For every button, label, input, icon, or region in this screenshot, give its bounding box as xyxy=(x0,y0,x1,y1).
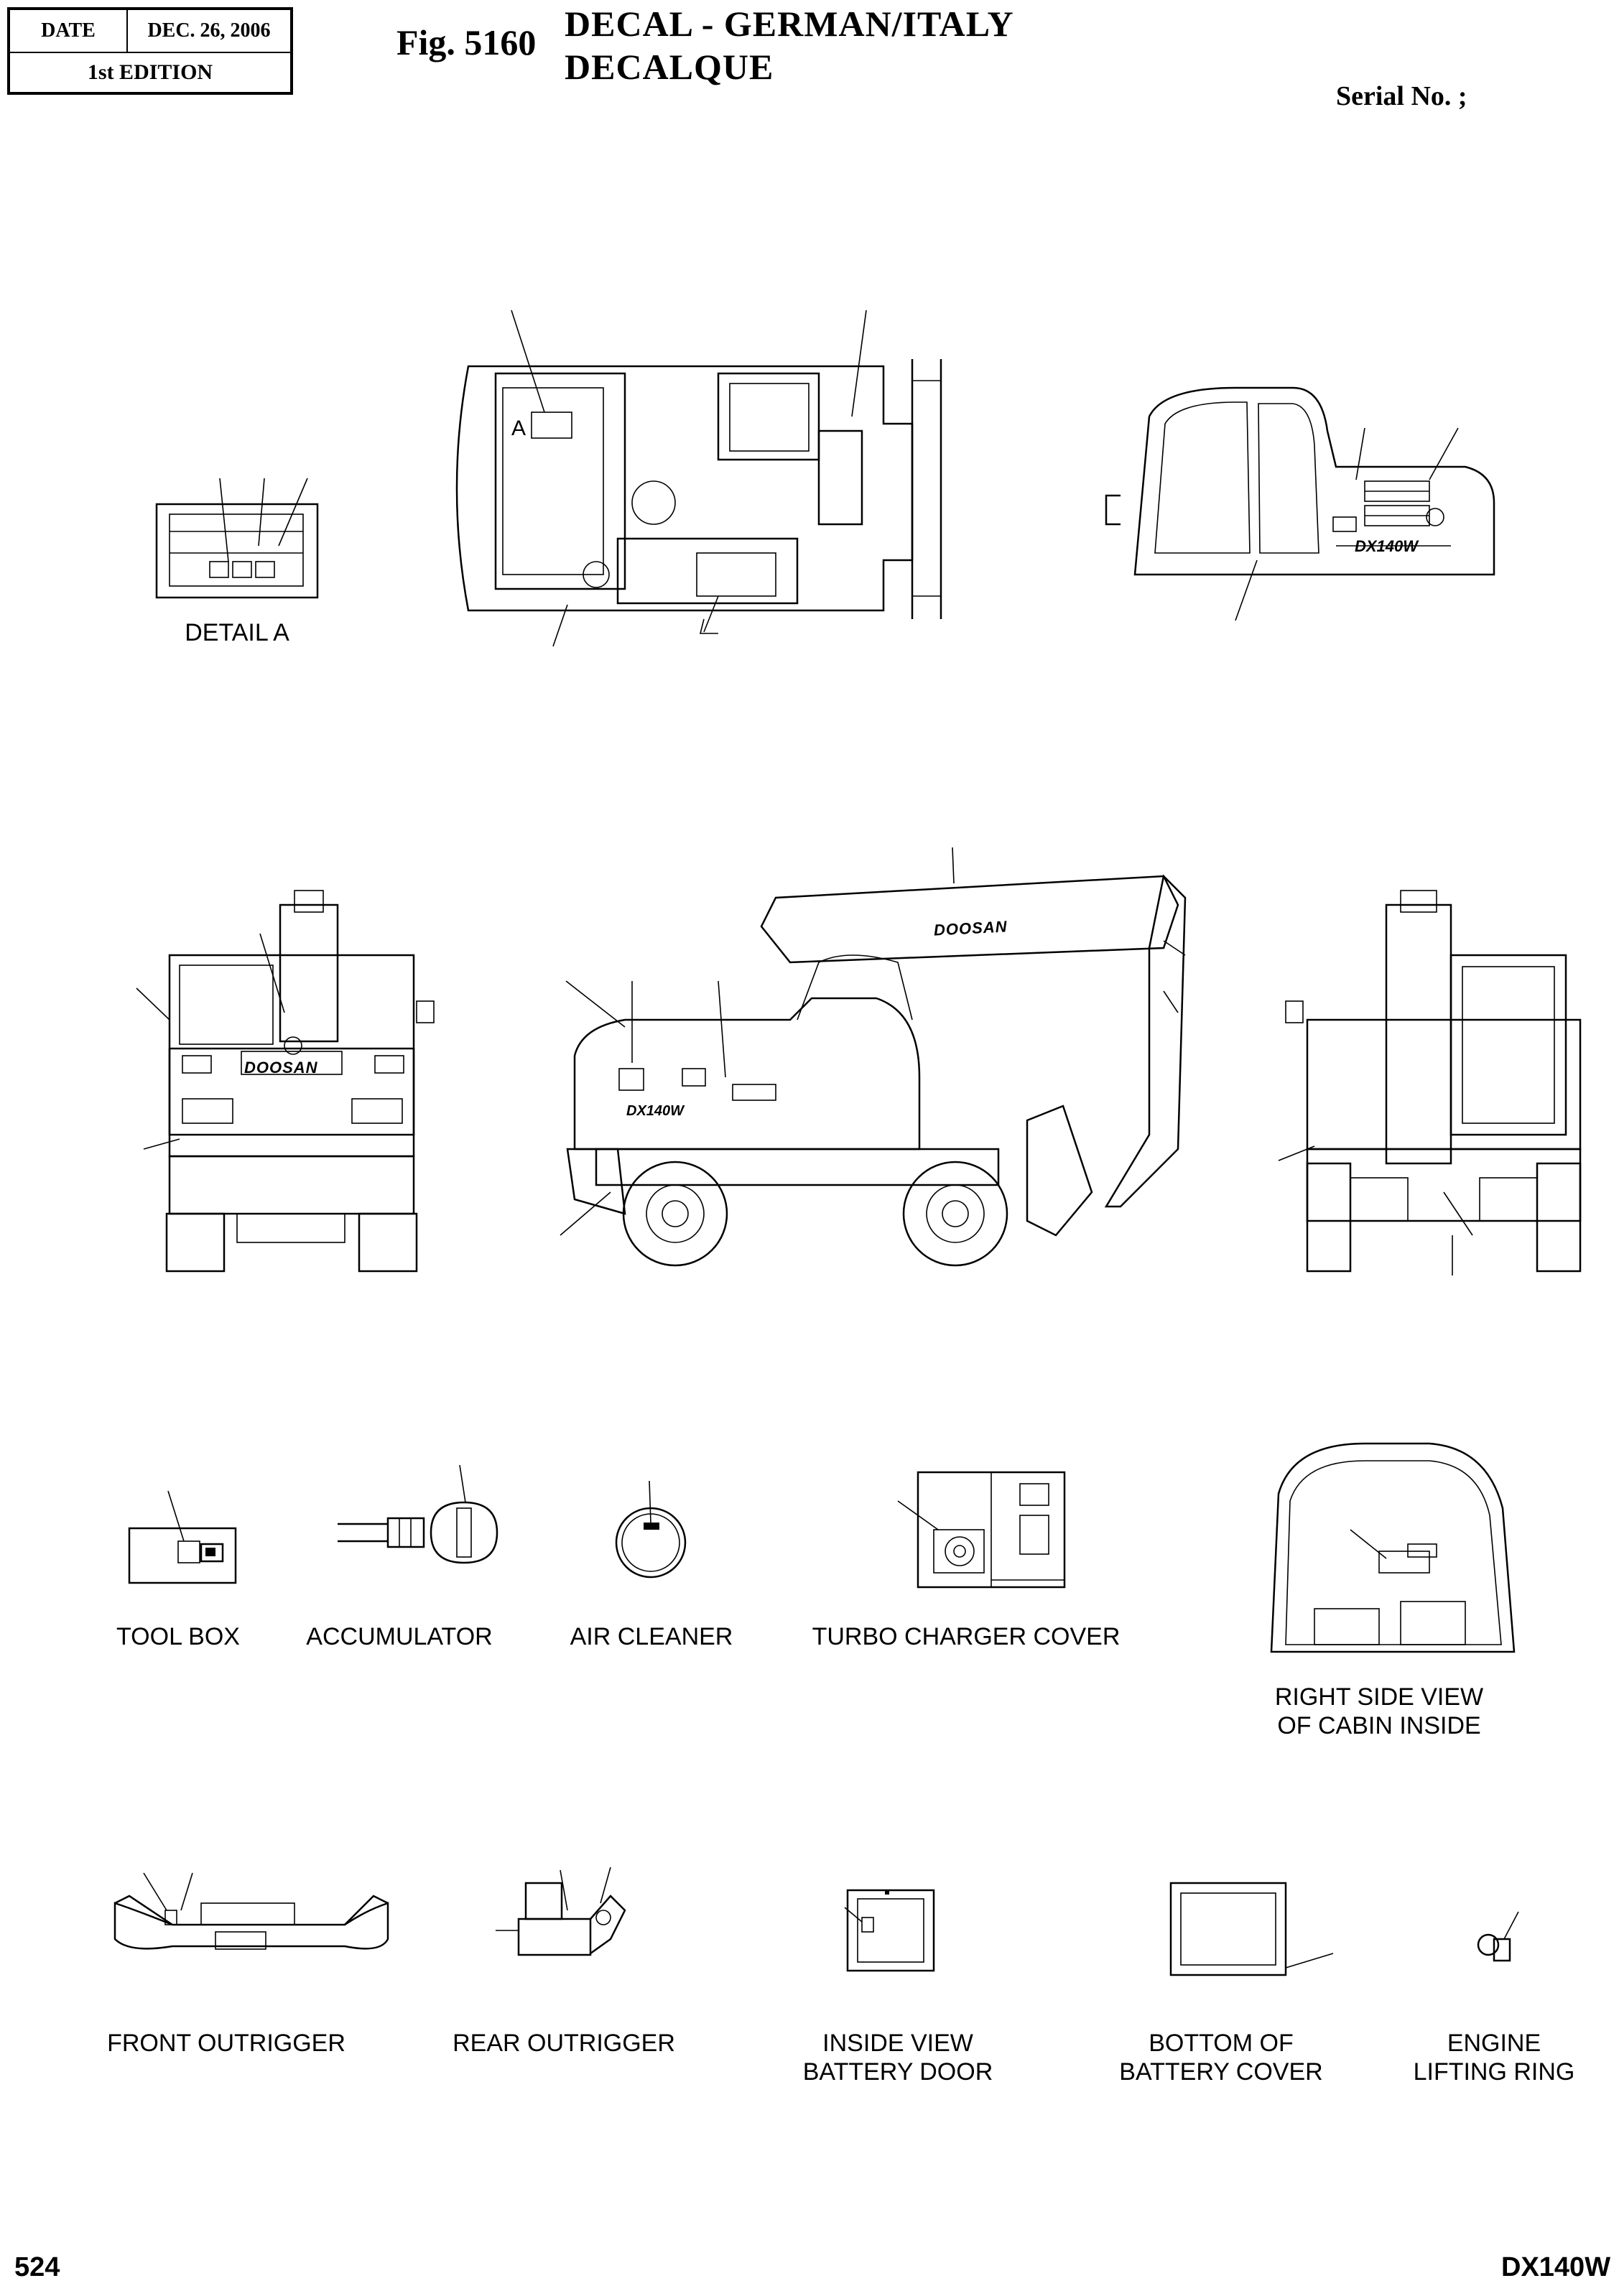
figure-number: Fig. 5160 xyxy=(396,22,537,62)
upper-side-view xyxy=(1105,386,1495,621)
air-cleaner-view xyxy=(615,1480,687,1579)
side-view xyxy=(560,847,1187,1267)
battery-cover-view xyxy=(1169,1882,1334,1976)
engine-lifting-ring-view xyxy=(1477,1911,1519,1962)
date-value: DEC. 26, 2006 xyxy=(147,19,271,42)
footer-model: DX140W xyxy=(1501,2252,1611,2282)
date-label: DATE xyxy=(10,10,128,52)
front-outrigger-view xyxy=(113,1872,389,1950)
page-number: 524 xyxy=(14,2252,60,2282)
turbo-charger-cover-label: TURBO CHARGER COVER xyxy=(812,1623,1121,1650)
side-model-badge: DX140W xyxy=(626,1103,685,1119)
rear-outrigger-view xyxy=(496,1867,626,1956)
figure-title: DECAL - GERMAN/ITALY xyxy=(565,4,1014,44)
air-cleaner-label: AIR CLEANER xyxy=(570,1623,733,1650)
battery-cover-label-line1: BOTTOM OF xyxy=(1149,2030,1294,2057)
battery-cover-label-line2: BATTERY COVER xyxy=(1119,2058,1323,2086)
accumulator-label: ACCUMULATOR xyxy=(306,1623,493,1650)
serial-number-label: Serial No. ; xyxy=(1336,81,1467,111)
top-view xyxy=(455,310,942,647)
battery-door-label-line1: INSIDE VIEW xyxy=(822,2030,973,2057)
rear-outrigger-label: REAR OUTRIGGER xyxy=(453,2030,675,2057)
cabin-inside-label-line2: OF CABIN INSIDE xyxy=(1277,1712,1481,1739)
detail-a-marker: A xyxy=(511,417,526,440)
detail-a-view xyxy=(155,478,319,599)
boom-brand-logo: DOOSAN xyxy=(933,917,1008,939)
tool-box-label: TOOL BOX xyxy=(116,1623,240,1650)
rear-view xyxy=(136,890,435,1273)
header-date-box: DATE DEC. 26, 2006 1st EDITION xyxy=(7,7,293,95)
cabin-inside-view xyxy=(1270,1442,1516,1653)
edition-label: 1st EDITION xyxy=(87,60,213,84)
lifting-ring-label-line2: LIFTING RING xyxy=(1413,2058,1575,2086)
detail-a-label: DETAIL A xyxy=(185,619,289,646)
cabin-inside-label-line1: RIGHT SIDE VIEW xyxy=(1274,1683,1484,1711)
figure-subtitle: DECALQUE xyxy=(565,47,774,87)
battery-door-view xyxy=(844,1889,935,1972)
battery-door-label-line2: BATTERY DOOR xyxy=(802,2058,993,2086)
turbo-charger-cover-view xyxy=(897,1471,1066,1589)
tool-box-view xyxy=(128,1490,237,1584)
front-outrigger-label: FRONT OUTRIGGER xyxy=(107,2030,345,2057)
front-view xyxy=(1278,890,1582,1275)
accumulator-view xyxy=(338,1464,498,1564)
upper-model-badge: DX140W xyxy=(1355,537,1419,555)
lifting-ring-label-line1: ENGINE xyxy=(1447,2030,1541,2057)
rear-brand-logo: DOOSAN xyxy=(244,1059,318,1077)
